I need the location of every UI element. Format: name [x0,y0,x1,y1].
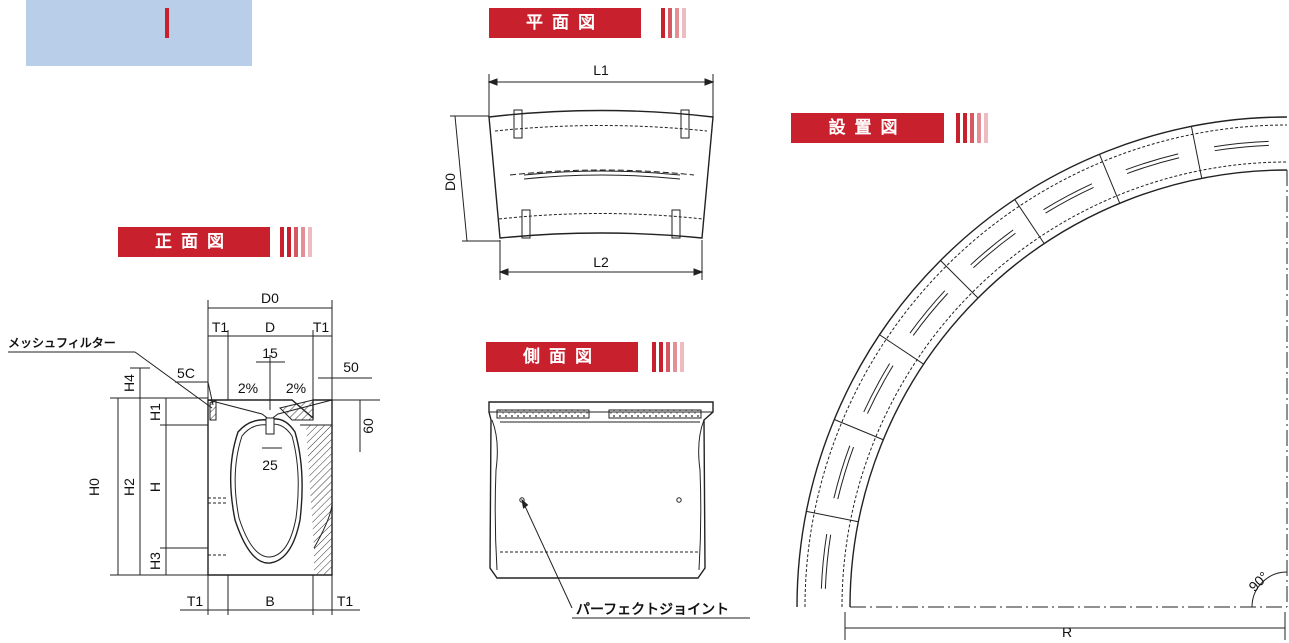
b-label: B [265,593,274,609]
dim-15-label: 15 [262,345,278,361]
segment-joint [940,260,979,299]
slope-right-label: 2% [286,380,306,396]
plan-view [450,74,715,280]
drain-slot-edge [1045,186,1094,214]
drain-slot-edge [1214,140,1269,148]
segment-joint [806,510,859,523]
drain-slots [820,140,1269,589]
front-view [8,300,380,615]
segment-joint [1099,154,1121,204]
radius-r-label: R [1062,624,1072,640]
drain-slot-edge [970,229,1014,266]
side-view [488,401,750,619]
segment-joint [1190,126,1203,179]
slope-left-label: 2% [238,380,258,396]
install-view [796,116,1288,640]
drain-slot-edge [973,232,1016,269]
front-t1-right-label: T1 [313,319,330,335]
plan-d0-label: D0 [442,173,458,191]
plan-l2-label: L2 [593,254,609,270]
t1-bottom-right-label: T1 [337,593,354,609]
front-d0-label: D0 [261,290,279,306]
drain-slot-edge [1125,153,1179,171]
5c-label: 5C [177,365,195,381]
h4-label: H4 [121,374,137,392]
front-view-title: 正面図 [118,227,270,257]
h2-label: H2 [121,478,137,496]
drain-slot-edge [833,445,851,499]
drain-slot-edge [820,534,828,589]
angle-90-label: 90° [1245,568,1271,594]
h0-label: H0 [86,478,102,496]
t1-bottom-left-label: T1 [187,593,204,609]
mesh-filter-label: メッシュフィルター [8,336,116,350]
perfect-joint-label: パーフェクトジョイント [576,601,729,617]
drain-slot-edge [912,293,949,336]
front-t1-left-label: T1 [212,319,229,335]
segment-joint [834,419,884,441]
segment-joints [806,126,1203,523]
drain-slot-edge [863,363,891,413]
blue-panel [26,0,252,66]
dim-25-label: 25 [262,457,278,473]
drain-slot-edge [909,290,946,334]
install-view-title: 設置図 [791,113,944,143]
dim-60-label: 60 [360,418,376,434]
drain-slot-edge [837,446,855,500]
drain-slot-edge [866,365,894,414]
dim-50-label: 50 [343,359,359,375]
front-d-label: D [265,319,275,335]
plan-l1-label: L1 [593,62,609,78]
h3-label: H3 [147,552,163,570]
segment-joint [1014,199,1045,244]
h1-label: H1 [147,403,163,421]
segment-joint [879,334,924,365]
side-view-title: 側面図 [486,342,638,372]
h-label: H [147,482,163,492]
drain-slot-edge [1126,157,1180,175]
plan-view-title: 平面図 [489,8,641,38]
drain-slot-edge [1043,183,1093,211]
drain-slot-edge [824,534,832,589]
drain-slot-edge [1214,144,1269,152]
